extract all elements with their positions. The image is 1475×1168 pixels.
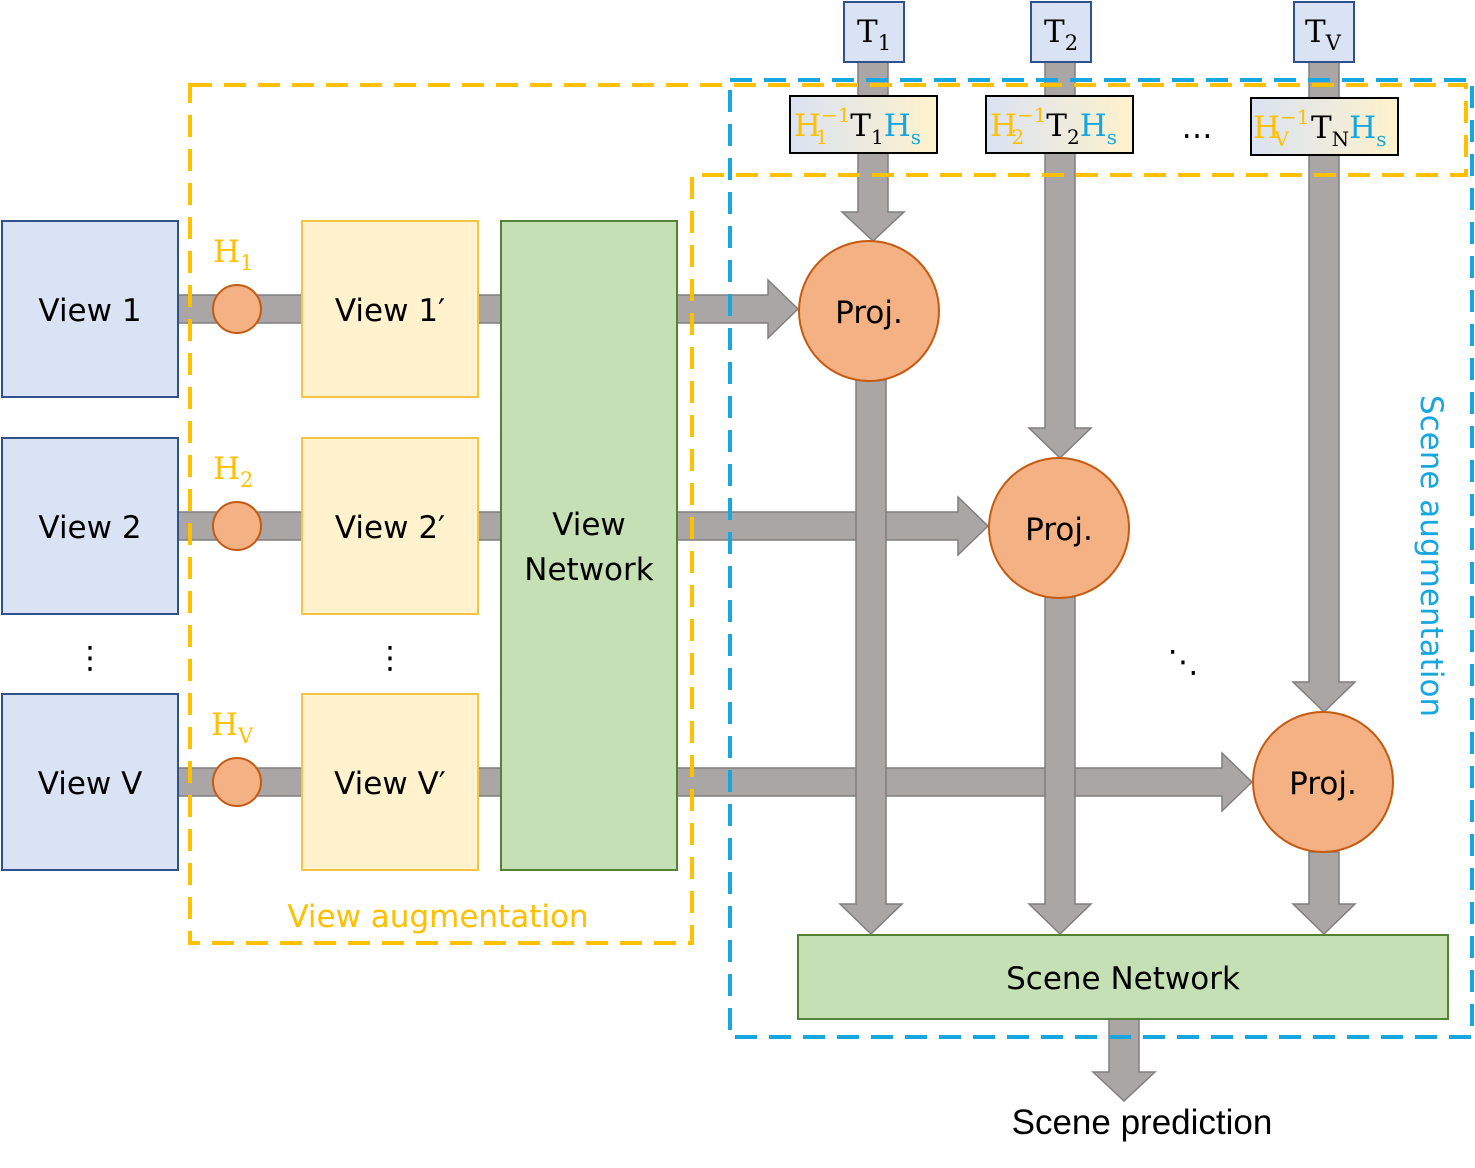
view-V-box — [1, 693, 179, 871]
rowV-arrow — [676, 751, 1254, 813]
composed-1-box — [789, 95, 938, 154]
view-1-box — [1, 220, 179, 398]
scene-augmentation-label: Scene augmentation — [1413, 395, 1449, 717]
col2-to-scene-arrow — [1027, 596, 1093, 936]
col1-down-arrow — [840, 152, 906, 243]
augmented-views: View 1′ View 2′ ⋮ View V′ — [301, 220, 479, 871]
augmentation-regions: View augmentation Scene augmentation — [188, 78, 1474, 1039]
h2-circle — [212, 501, 262, 551]
proj-V-circle — [1252, 711, 1394, 853]
vertical-arrows-top — [840, 61, 1357, 714]
scene-output-arrow — [1091, 1018, 1157, 1103]
transform-inputs: T1 T2 TV — [843, 1, 1355, 63]
row1-arrow — [676, 278, 800, 340]
view-augmentation-region — [188, 83, 1468, 945]
row1-link-b — [477, 294, 503, 324]
colV-to-scene-arrow — [1291, 851, 1357, 936]
view-1p-box — [301, 220, 479, 398]
projection-ops: Proj. Proj. Proj. ⋱ — [798, 240, 1394, 853]
view-V-label: View V — [38, 766, 143, 802]
homography-ops: H1 H2 HV — [211, 234, 262, 807]
proj-2-circle — [988, 457, 1130, 599]
col2-down-arrow — [1027, 152, 1093, 460]
t2-label: T2 — [1044, 14, 1078, 55]
views-ellipsis: ⋮ — [75, 640, 106, 676]
vertical-arrows-bottom — [838, 379, 1357, 1103]
view-network-label-1: View — [552, 507, 626, 543]
colV-down-arrow — [1291, 154, 1357, 714]
view-network-box — [500, 220, 678, 871]
view-augmentation-label: View augmentation — [287, 899, 588, 935]
hV-circle — [212, 757, 262, 807]
tV-label: TV — [1305, 14, 1342, 55]
proj-V-label: Proj. — [1289, 766, 1357, 802]
t2-box — [1030, 1, 1092, 63]
view-2-box — [1, 437, 179, 615]
proj-2-label: Proj. — [1025, 512, 1093, 548]
view-2p-label: View 2′ — [335, 510, 445, 546]
view-1-label: View 1 — [38, 293, 141, 329]
view-Vp-label: View V′ — [334, 766, 446, 802]
augmented-ellipsis: ⋮ — [375, 640, 406, 676]
h2-label: H2 — [213, 451, 253, 492]
view-2p-box — [301, 437, 479, 615]
h1-circle — [212, 284, 262, 334]
t1-label: T1 — [857, 14, 891, 55]
t1-box — [843, 1, 905, 63]
proj-diagonal-ellipsis: ⋱ — [1168, 644, 1199, 680]
scene-network-label: Scene Network — [1006, 961, 1240, 997]
input-views: View 1 View 2 ⋮ View V — [1, 220, 179, 871]
h1-label: H1 — [213, 234, 253, 275]
view-network: View Network — [500, 220, 678, 871]
scene-network: Scene Network — [797, 934, 1449, 1020]
view-Vp-box — [301, 693, 479, 871]
composed-V-box — [1250, 97, 1399, 156]
tV-box — [1293, 1, 1355, 63]
composed-ellipsis: … — [1182, 110, 1213, 146]
view-1p-label: View 1′ — [335, 293, 445, 329]
scene-prediction-label: Scene prediction — [1012, 1103, 1273, 1142]
hV-label: HV — [211, 707, 254, 748]
col1-to-scene-arrow — [838, 379, 904, 936]
row2-link-b — [477, 511, 503, 541]
scene-network-box — [797, 934, 1449, 1020]
view-network-label-2: Network — [524, 552, 653, 588]
proj-1-circle — [798, 240, 940, 382]
rowV-link-b — [477, 767, 503, 797]
composed-2-box — [985, 95, 1134, 154]
view-2-label: View 2 — [38, 510, 141, 546]
proj-1-label: Proj. — [835, 295, 903, 331]
row2-arrow — [676, 495, 990, 557]
